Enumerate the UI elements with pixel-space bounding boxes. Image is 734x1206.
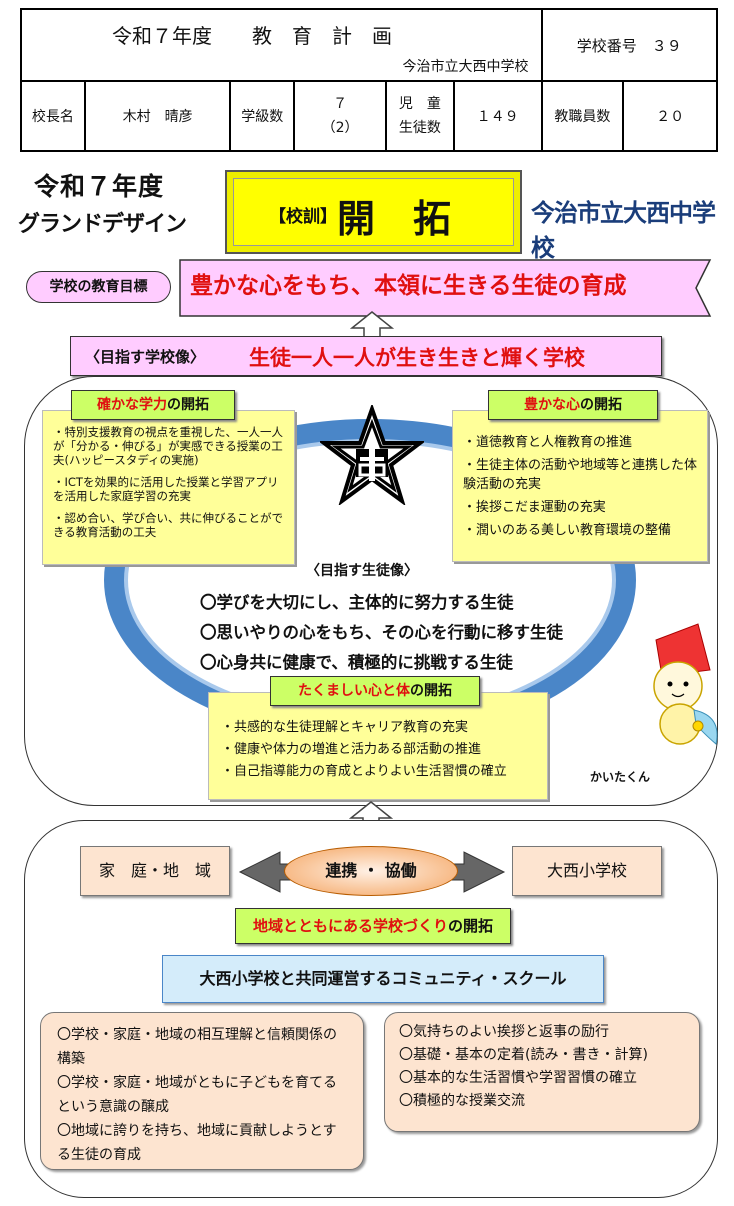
community-right-box: 〇気持ちのよい挨拶と返事の励行 〇基礎・基本の定着(読み・書き・計算) 〇基本的… — [384, 1012, 700, 1132]
academic-note: ・特別支援教育の視点を重視した、一人一人が「分かる・伸びる」が実感できる授業の工… — [42, 410, 295, 565]
heart-list: ・道徳教育と人権教育の推進 ・生徒主体の活動や地域等と連携した体験活動の充実 ・… — [463, 433, 699, 540]
cooperation-label: 連携 ・ 協働 — [325, 861, 417, 880]
academic-title: 確かな学力の開拓 — [71, 390, 235, 420]
body-item-2: ・健康や体力の増進と活力ある部活動の推進 — [221, 742, 482, 757]
body-item-3: ・自己指導能力の育成とよりよい生活習慣の確立 — [221, 764, 507, 779]
academic-item-3: ・認め合い、学び合い、共に伸びることができる教育活動の工夫 — [53, 511, 283, 539]
heart-title: 豊かな心の開拓 — [488, 390, 658, 420]
student-image-label: 〈目指す生徒像〉 — [306, 563, 418, 579]
community-left-item-1: 〇学校・家庭・地域の相互理解と信頼関係の構築 — [57, 1027, 337, 1067]
heart-title-red: 豊かな心 — [524, 397, 580, 413]
principal-name: 木村 晴彦 — [83, 80, 232, 152]
community-right-item-4: 〇積極的な授業交流 — [399, 1093, 525, 1109]
heart-item-3: ・挨拶こだま運動の充実 — [463, 500, 606, 515]
plan-title: 令和７年度 教 育 計 画 — [112, 24, 392, 48]
motto-box: 【校訓】 開 拓 — [225, 170, 522, 254]
student-image-item-3: 〇心身共に健康で、積極的に挑戦する生徒 — [200, 653, 513, 672]
classes-value: ７ （2） — [293, 80, 387, 152]
school-title-heading: 今治市立大西中学校 — [531, 199, 716, 262]
header-title-cell: 令和７年度 教 育 計 画 今治市立大西中学校 — [20, 8, 543, 82]
community-right-item-3: 〇基本的な生活習慣や学習習慣の確立 — [399, 1070, 637, 1086]
classes-number: ７ — [333, 96, 348, 112]
body-list: ・共感的な生徒理解とキャリア教育の充実 ・健康や体力の増進と活力ある部活動の推進… — [221, 717, 539, 783]
community-school-label: 大西小学校と共同運営するコミュニティ・スクール — [199, 969, 567, 988]
school-name: 今治市立大西中学校 — [402, 59, 529, 75]
student-image-item-2: 〇思いやりの心をもち、その心を行動に移す生徒 — [200, 623, 563, 642]
staff-label: 教職員数 — [540, 80, 625, 152]
home-region-box: 家 庭・地 域 — [80, 846, 230, 896]
body-title: たくましい心と体の開拓 — [270, 676, 480, 706]
heart-note: ・道徳教育と人権教育の推進 ・生徒主体の活動や地域等と連携した体験活動の充実 ・… — [452, 410, 708, 562]
academic-item-1: ・特別支援教育の視点を重視した、一人一人が「分かる・伸びる」が実感できる授業の工… — [53, 425, 283, 467]
students-value: １４９ — [452, 80, 543, 152]
body-item-1: ・共感的な生徒理解とキャリア教育の充実 — [221, 720, 469, 735]
community-left-item-3: 〇地域に誇りを持ち、地域に貢献しようとする生徒の育成 — [57, 1123, 337, 1163]
body-note: ・共感的な生徒理解とキャリア教育の充実 ・健康や体力の増進と活力ある部活動の推進… — [208, 692, 548, 800]
students-label: 児 童 生徒数 — [384, 80, 455, 152]
principal-label: 校長名 — [20, 80, 86, 152]
staff-value: ２０ — [622, 80, 718, 152]
community-left-box: 〇学校・家庭・地域の相互理解と信頼関係の構築 〇学校・家庭・地域がともに子どもを… — [40, 1012, 364, 1170]
students-label-1: 児 童 — [398, 96, 441, 112]
school-image-bar: 〈目指す学校像〉 生徒一人一人が生き生きと輝く学校 — [70, 336, 662, 376]
community-title-rest: の開拓 — [448, 917, 494, 935]
year-heading: 令和７年度 — [34, 172, 165, 201]
community-right-item-2: 〇基礎・基本の定着(読み・書き・計算) — [399, 1047, 648, 1063]
body-title-rest: の開拓 — [410, 683, 452, 699]
mascot-illustration — [653, 623, 718, 745]
elementary-box: 大西小学校 — [512, 846, 662, 896]
motto-text: 開 拓 — [337, 197, 452, 241]
academic-item-2: ・ICTを効果的に活用した授業と学習アプリを活用した家庭学習の充実 — [53, 475, 279, 503]
goal-text: 豊かな心をもち、本領に生きる生徒の育成 — [190, 273, 627, 299]
school-image-label: 〈目指す学校像〉 — [85, 348, 206, 366]
students-label-2: 生徒数 — [398, 120, 441, 136]
home-region-label: 家 庭・地 域 — [98, 861, 211, 880]
grand-design-heading: グランドデザイン — [18, 212, 187, 237]
heart-item-1: ・道徳教育と人権教育の推進 — [463, 435, 633, 450]
elementary-label: 大西小学校 — [546, 861, 627, 880]
header-table: 令和７年度 教 育 計 画 今治市立大西中学校 学校番号 ３９ 校長名 木村 晴… — [20, 8, 719, 152]
school-emblem-icon — [320, 405, 424, 505]
community-left-item-2: 〇学校・家庭・地域がともに子どもを育てるという意識の醸成 — [57, 1075, 337, 1115]
up-arrow-top — [350, 311, 394, 340]
heart-title-rest: の開拓 — [580, 397, 622, 413]
school-number: 学校番号 ３９ — [540, 8, 719, 82]
community-school-box: 大西小学校と共同運営するコミュニティ・スクール — [162, 955, 604, 1003]
classes-special: （2） — [321, 120, 359, 136]
academic-list: ・特別支援教育の視点を重視した、一人一人が「分かる・伸びる」が実感できる授業の工… — [53, 425, 286, 539]
classes-label: 学級数 — [229, 80, 296, 152]
mascot-name: かいたくん — [590, 770, 651, 784]
student-image-list: 〇学びを大切にし、主体的に努力する生徒 〇思いやりの心をもち、その心を行動に移す… — [200, 588, 563, 678]
school-image-text: 生徒一人一人が生き生きと輝く学校 — [249, 346, 585, 370]
heart-item-4: ・潤いのある美しい教育環境の整備 — [463, 523, 672, 538]
heart-item-2: ・生徒主体の活動や地域等と連携した体験活動の充実 — [463, 458, 698, 492]
motto-tag: 【校訓】 — [269, 207, 337, 227]
community-title: 地域とともにある学校づくりの開拓 — [235, 908, 511, 944]
goal-label: 学校の教育目標 — [49, 279, 148, 295]
community-right-item-1: 〇気持ちのよい挨拶と返事の励行 — [399, 1024, 609, 1040]
goal-ribbon-shape — [179, 259, 712, 317]
academic-title-rest: の開拓 — [167, 397, 209, 413]
cooperation-oval: 連携 ・ 協働 — [284, 846, 458, 896]
student-image-item-1: 〇学びを大切にし、主体的に努力する生徒 — [200, 593, 514, 612]
community-title-red: 地域とともにある学校づくり — [252, 917, 448, 935]
body-title-red: たくましい心と体 — [298, 683, 410, 699]
academic-title-red: 確かな学力 — [97, 397, 167, 413]
goal-label-pill: 学校の教育目標 — [26, 271, 171, 303]
